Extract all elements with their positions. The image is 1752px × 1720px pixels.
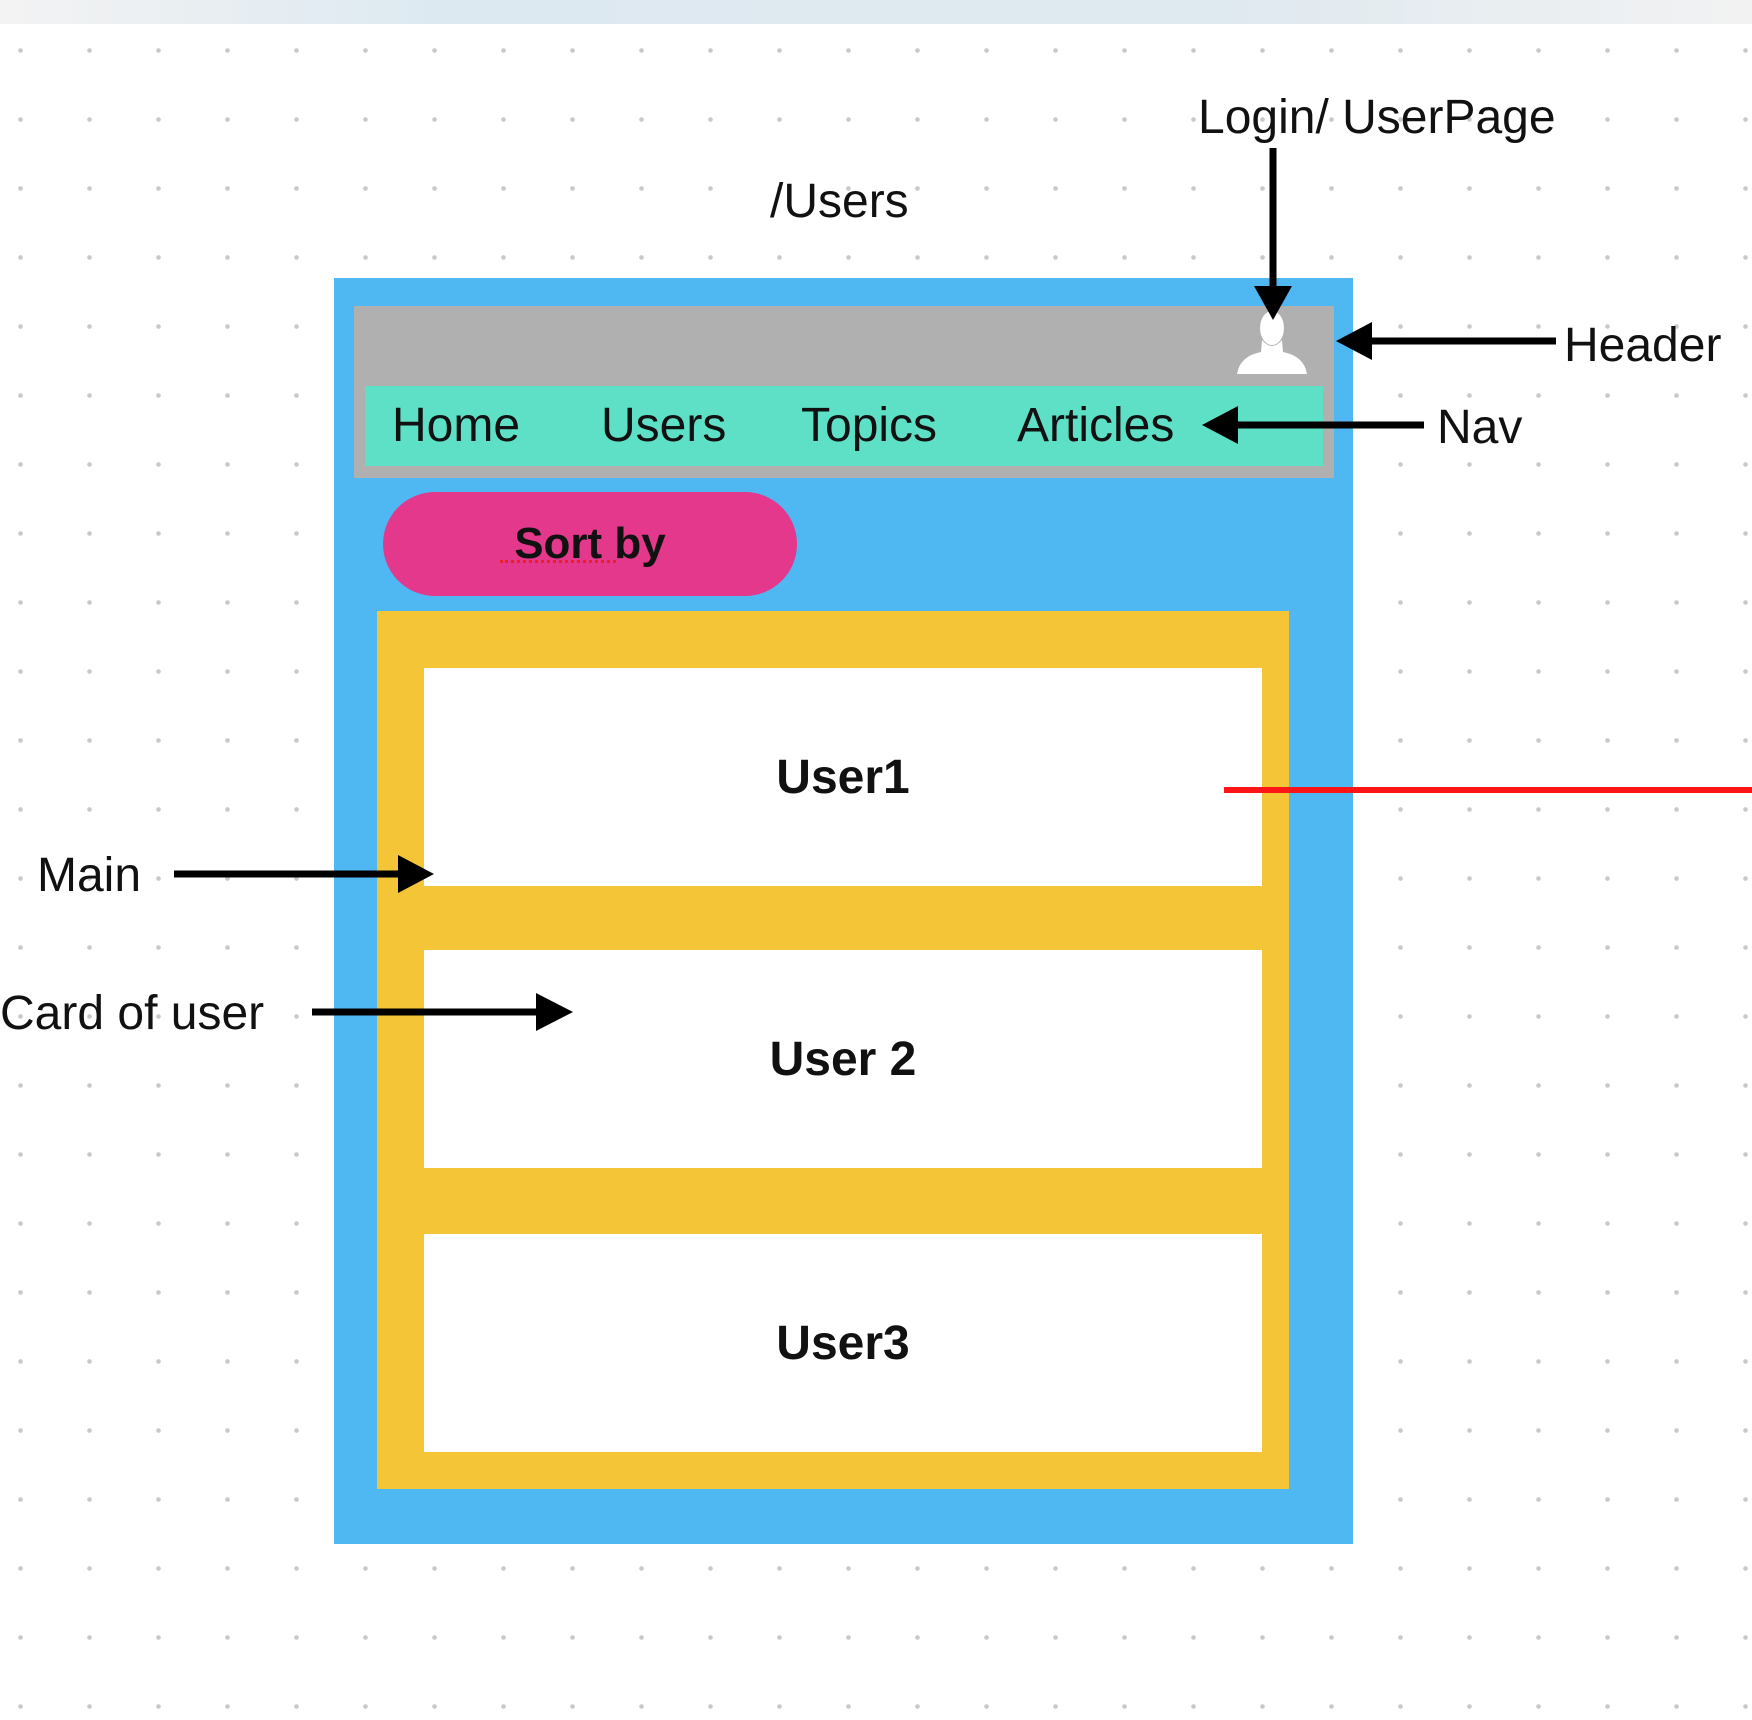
nav-item-articles[interactable]: Articles: [1017, 399, 1175, 452]
route-label: /Users: [770, 175, 909, 228]
header-arrow: [1336, 322, 1556, 360]
sort-by-button[interactable]: Sort by: [383, 492, 797, 596]
header-annotation-label: Header: [1564, 319, 1722, 372]
nav-bar: [365, 386, 1323, 466]
nav-annotation-label: Nav: [1437, 401, 1523, 454]
top-strip: [0, 0, 1752, 24]
user-card-name: User 2: [769, 1033, 917, 1086]
sort-by-label: Sort by: [514, 519, 666, 568]
user-card-name: User3: [776, 1317, 910, 1370]
user-silhouette-icon[interactable]: [1236, 308, 1308, 376]
nav-item-users[interactable]: Users: [601, 399, 727, 452]
main-annotation-label: Main: [37, 849, 142, 902]
user-card[interactable]: User3: [424, 1234, 1262, 1452]
nav-item-home[interactable]: Home: [392, 399, 521, 452]
spellcheck-underline: [500, 560, 616, 563]
login-userpage-label: Login/ UserPage: [1198, 91, 1556, 144]
card-of-user-annotation-label: Card of user: [0, 987, 265, 1040]
nav-item-topics[interactable]: Topics: [801, 399, 938, 452]
user-card-name: User1: [776, 751, 910, 804]
user-card[interactable]: User 2: [424, 950, 1262, 1168]
user-card[interactable]: User1: [424, 668, 1262, 886]
